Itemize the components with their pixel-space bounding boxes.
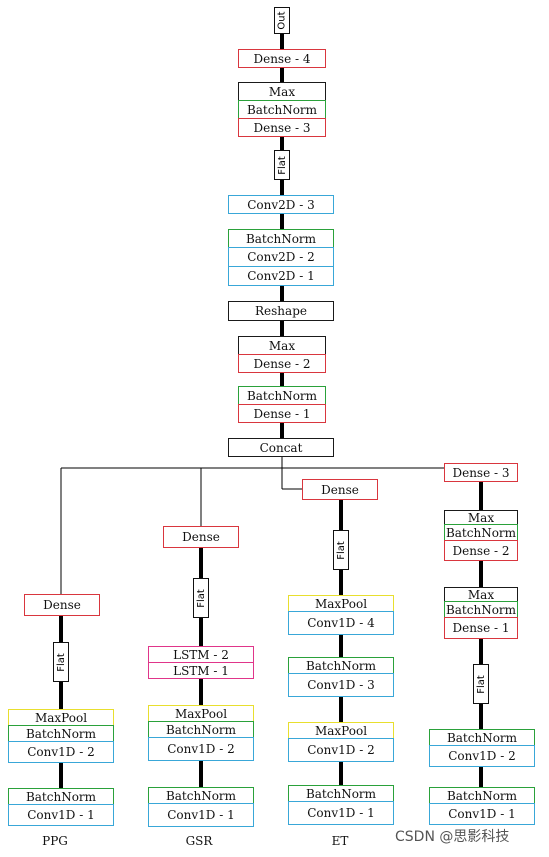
et-conv3-block: Conv1D - 3 [288,673,394,697]
et-batchnorm-b-block: BatchNorm [288,785,394,802]
gsr-lstm2-block: LSTM - 2 [148,646,254,663]
dense4-block: Dense - 4 [238,49,326,68]
gsr-lstm1-block: LSTM - 1 [148,662,254,679]
gsr-flat-block: Flat [193,578,209,618]
ppg-flat-label: Flat [55,652,67,672]
fourth-batchnorm-d-block: BatchNorm [429,787,535,804]
flat-label-top: Flat [276,155,288,175]
watermark: CSDN @思影科技 [395,829,510,845]
gsr-batchnorm-a-block: BatchNorm [148,721,254,738]
et-flat-block: Flat [333,530,349,570]
gsr-label: GSR [185,834,213,848]
out-label: Out [276,11,288,30]
ppg-batchnorm-b-block: BatchNorm [8,788,114,805]
ppg-flat-block: Flat [53,642,69,682]
fourth-dense3-block: Dense - 3 [444,463,518,482]
gsr-dense-block: Dense [163,526,239,548]
reshape-block: Reshape [228,301,334,321]
dense3-block: Dense - 3 [238,118,326,137]
ppg-label: PPG [42,834,68,848]
max2-block: Max [238,336,326,355]
fourth-flat-label: Flat [475,674,487,694]
fourth-max-b-block: Max [444,587,518,602]
gsr-conv1-block: Conv1D - 1 [148,803,254,827]
ppg-maxpool-block: MaxPool [8,709,114,726]
out-block: Out [274,7,290,34]
flat-block-top: Flat [274,150,290,180]
fourth-conv2-block: Conv1D - 2 [429,745,535,767]
ppg-dense-block: Dense [24,594,100,616]
gsr-batchnorm-b-block: BatchNorm [148,787,254,804]
dense1-block: Dense - 1 [238,404,326,423]
fourth-batchnorm-a-block: BatchNorm [444,524,518,541]
et-maxpool-a-block: MaxPool [288,595,394,612]
et-conv4-block: Conv1D - 4 [288,611,394,635]
fourth-flat-block: Flat [473,664,489,704]
et-maxpool-b-block: MaxPool [288,722,394,739]
et-batchnorm-block: BatchNorm [288,657,394,674]
gsr-conv2-block: Conv1D - 2 [148,737,254,761]
conv2d2-block: Conv2D - 2 [228,247,334,267]
fourth-dense1-block: Dense - 1 [444,617,518,639]
et-dense-block: Dense [302,479,378,500]
et-conv2-block: Conv1D - 2 [288,738,394,762]
batchnorm3-block: BatchNorm [238,386,326,405]
dense2-block: Dense - 2 [238,354,326,373]
fourth-batchnorm-b-block: BatchNorm [444,601,518,618]
concat-block: Concat [228,438,334,457]
gsr-flat-label: Flat [195,588,207,608]
fourth-batchnorm-c-block: BatchNorm [429,729,535,746]
fourth-conv1-block: Conv1D - 1 [429,803,535,825]
et-conv1-block: Conv1D - 1 [288,801,394,825]
gsr-maxpool-block: MaxPool [148,705,254,722]
et-flat-label: Flat [335,540,347,560]
ppg-batchnorm-a-block: BatchNorm [8,725,114,742]
fourth-dense2-block: Dense - 2 [444,540,518,561]
max1-block: Max [238,82,326,101]
conv2d3-block: Conv2D - 3 [228,195,334,214]
batchnorm1-block: BatchNorm [238,100,326,119]
ppg-conv2-block: Conv1D - 2 [8,741,114,763]
ppg-conv1-block: Conv1D - 1 [8,804,114,826]
fourth-max-a-block: Max [444,510,518,525]
et-label: ET [331,834,349,848]
conv2d1-block: Conv2D - 1 [228,266,334,286]
batchnorm2-block: BatchNorm [228,229,334,248]
